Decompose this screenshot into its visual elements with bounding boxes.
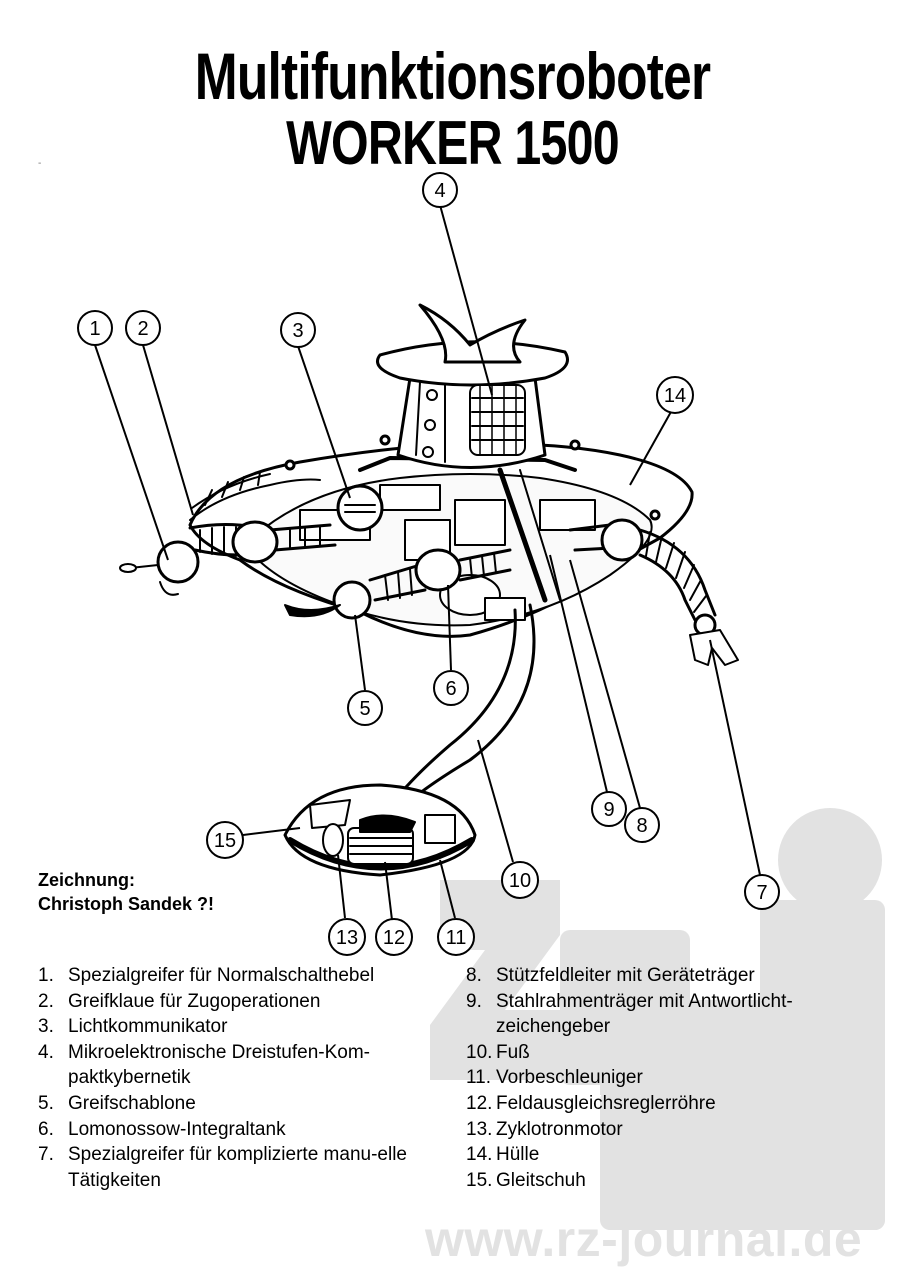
callout-circle-2 <box>125 310 161 346</box>
legend-number: 7. <box>38 1144 54 1166</box>
legend-number: 1. <box>38 965 54 986</box>
legend-text: Spezialgreifer für komplizierte manu-ell… <box>68 1144 407 1191</box>
legend-number: 2. <box>38 990 54 1012</box>
legend-item: 7. Spezialgreifer für komplizierte manu-e… <box>38 1142 423 1193</box>
callout-label-3: 3 <box>292 320 303 342</box>
legend-number: 10. <box>466 1041 493 1063</box>
callout-circle-14 <box>656 376 694 414</box>
legend-item: 14.Hülle <box>466 1142 866 1168</box>
leader-lines <box>94 204 761 921</box>
legend-number: 8. <box>466 965 482 986</box>
credit-label: Zeichnung: <box>38 870 135 890</box>
legend-item: 4. Mikroelektronische Dreistufen-Kom-pakt… <box>38 1040 423 1091</box>
callout-circle-6 <box>433 670 469 706</box>
title-line-1: Multifunktionsroboter <box>194 39 711 113</box>
stray-mark: - <box>38 158 42 169</box>
callout-label-10: 10 <box>509 870 531 892</box>
legend-text: Gleitschuh <box>496 1169 586 1191</box>
legend-text: Hülle <box>496 1144 540 1166</box>
legend-text: Greifschablone <box>68 1092 196 1114</box>
callout-circle-12 <box>375 918 413 956</box>
callout-label-12: 12 <box>383 927 405 949</box>
callout-circle-10 <box>501 861 539 899</box>
legend-item: 6. Lomonossow-Integraltank <box>38 1117 423 1143</box>
legend-item: 5. Greifschablone <box>38 1091 423 1117</box>
callout-label-7: 7 <box>756 882 767 904</box>
title-line-2: WORKER 1500 <box>286 109 620 178</box>
legend-number: 4. <box>38 1041 54 1063</box>
legend-number: 14. <box>466 1144 493 1166</box>
legend-item: 9. Stahlrahmenträger mit Antwortlicht-zei… <box>466 989 866 1040</box>
legend-number: 3. <box>38 1016 54 1038</box>
legend-text: Lomonossow-Integraltank <box>68 1118 286 1140</box>
legend-number: 6. <box>38 1118 54 1140</box>
callout-circles <box>77 172 780 956</box>
callout-label-4: 4 <box>434 180 445 202</box>
legend-right: 8. Stützfeldleiter mit Geräteträger 9. Sta… <box>466 963 866 1193</box>
legend-number: 12. <box>466 1092 493 1114</box>
callout-circle-7 <box>744 874 780 910</box>
legend-text: Stahlrahmenträger mit Antwortlicht-zeich… <box>496 990 793 1038</box>
legend-text: Fuß <box>496 1041 530 1063</box>
legend-text: Zyklotronmotor <box>496 1118 623 1140</box>
legend-number: 13. <box>466 1118 493 1140</box>
legend-item: 1. Spezialgreifer für Normalschalthebel <box>38 963 423 989</box>
callout-label-15: 15 <box>214 830 236 852</box>
legend-item: 11.Vorbeschleuniger <box>466 1065 866 1091</box>
legend-item: 13.Zyklotronmotor <box>466 1117 866 1143</box>
rz-watermark-logo <box>430 808 885 1230</box>
legend-text: Stützfeldleiter mit Geräteträger <box>496 965 755 986</box>
callout-label-5: 5 <box>359 698 370 720</box>
legend-item: 10.Fuß <box>466 1040 866 1066</box>
callout-circle-9 <box>591 791 627 827</box>
legend-item: 2. Greifklaue für Zugoperationen <box>38 989 423 1015</box>
legend-item: 15.Gleitschuh <box>466 1168 866 1194</box>
callout-label-13: 13 <box>336 927 358 949</box>
legend-text: Mikroelektronische Dreistufen-Kom-paktky… <box>68 1041 370 1089</box>
callout-label-1: 1 <box>89 318 100 340</box>
callout-circle-13 <box>328 918 366 956</box>
callout-circle-11 <box>437 918 475 956</box>
callout-circle-15 <box>206 821 244 859</box>
callout-label-11: 11 <box>446 927 467 949</box>
legend-text: Greifklaue für Zugoperationen <box>68 990 321 1012</box>
legend-text: Feldausgleichsreglerröhre <box>496 1092 716 1114</box>
legend-item: 12.Feldausgleichsreglerröhre <box>466 1091 866 1117</box>
callout-label-9: 9 <box>603 799 614 821</box>
legend-text: Vorbeschleuniger <box>496 1067 643 1089</box>
legend-number: 9. <box>466 990 482 1012</box>
legend-left: 1. Spezialgreifer für Normalschalthebel 2… <box>38 963 423 1193</box>
callout-circle-5 <box>347 690 383 726</box>
legend-item: 8. Stützfeldleiter mit Geräteträger <box>466 963 866 989</box>
callout-circle-8 <box>624 807 660 843</box>
callout-label-6: 6 <box>445 678 456 700</box>
watermark-url: www.rz-journal.de <box>425 1211 863 1267</box>
callout-label-2: 2 <box>137 318 148 340</box>
credit-author: Christoph Sandek ?! <box>38 894 215 914</box>
callout-circle-4 <box>422 172 458 208</box>
robot-body <box>119 303 739 877</box>
legend-number: 11. <box>466 1067 492 1089</box>
callout-label-8: 8 <box>636 815 647 837</box>
callout-circle-1 <box>77 310 113 346</box>
legend-text: Spezialgreifer für Normalschalthebel <box>68 965 375 986</box>
callout-numbers: 1 2 3 4 5 6 7 8 9 10 11 12 13 14 15 <box>89 180 767 949</box>
legend-text: Lichtkommunikator <box>68 1016 228 1038</box>
callout-label-14: 14 <box>664 385 686 407</box>
legend-number: 5. <box>38 1092 54 1114</box>
callout-circle-3 <box>280 312 316 348</box>
legend-number: 15. <box>466 1169 493 1191</box>
drawing-credit: Zeichnung: Christoph Sandek ?! <box>38 868 214 916</box>
legend-item: 3. Lichtkommunikator <box>38 1014 423 1040</box>
